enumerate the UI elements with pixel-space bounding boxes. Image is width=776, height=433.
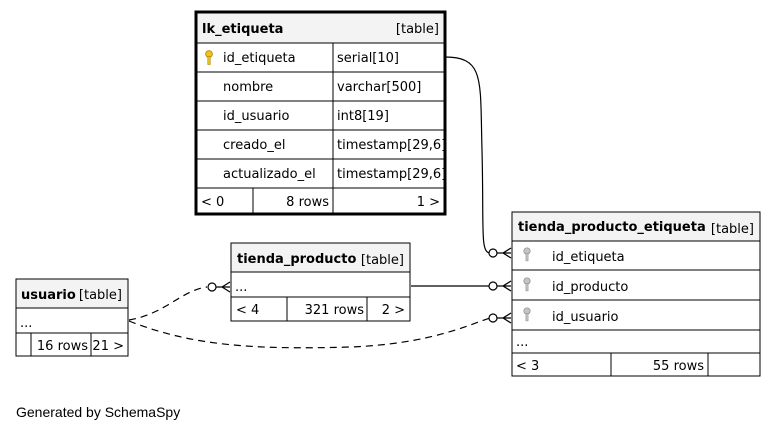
- table-kind-label: [table]: [361, 253, 404, 268]
- table-title: usuario: [21, 288, 76, 303]
- table-kind-label: [table]: [396, 22, 439, 37]
- crowsfoot-marker: [488, 247, 512, 259]
- children-count[interactable]: 21 >: [92, 339, 124, 354]
- edge-usuario-to-tienda_producto_etiqueta: [128, 317, 491, 349]
- parents-count[interactable]: < 3: [516, 359, 539, 374]
- row-count: 55 rows: [653, 359, 704, 374]
- table-kind-label: [table]: [711, 222, 754, 237]
- children-count[interactable]: 2 >: [382, 303, 405, 318]
- column-name: id_usuario: [552, 310, 619, 325]
- column-name: id_producto: [552, 280, 628, 295]
- parents-count[interactable]: < 4: [236, 303, 259, 318]
- table-header: [231, 243, 410, 272]
- column-type: serial[10]: [337, 51, 399, 66]
- more-columns-ellipsis: ...: [20, 316, 32, 331]
- row-count: 16 rows: [37, 339, 88, 354]
- table-lk_etiqueta[interactable]: lk_etiqueta [table] id_etiqueta serial[1…: [194, 10, 447, 216]
- column-type: varchar[500]: [337, 80, 421, 95]
- table-kind-label: [table]: [79, 288, 122, 303]
- column-name: actualizado_el: [223, 167, 316, 182]
- table-tienda_producto[interactable]: tienda_producto [table] ... < 4 321 rows…: [230, 242, 411, 322]
- more-columns-ellipsis: ...: [516, 335, 528, 350]
- crowsfoot-marker: [488, 312, 512, 324]
- table-title: tienda_producto_etiqueta: [518, 220, 706, 235]
- children-count[interactable]: 1 >: [417, 195, 440, 210]
- column-type: int8[19]: [337, 109, 389, 124]
- column-type: timestamp[29,6]: [337, 138, 446, 153]
- table-title: tienda_producto: [237, 252, 356, 267]
- edge-usuario-to-tienda_producto: [128, 286, 208, 321]
- table-header: [512, 212, 760, 241]
- table-header: [16, 279, 128, 308]
- column-name: id_etiqueta: [223, 51, 296, 66]
- table-tienda_producto_etiqueta[interactable]: tienda_producto_etiqueta [table] id_etiq…: [511, 211, 761, 377]
- table-title: lk_etiqueta: [202, 22, 283, 37]
- generated-by-label: Generated by SchemaSpy: [16, 404, 181, 420]
- edge-lk_etiqueta-to-tienda_producto_etiqueta: [444, 56, 491, 254]
- crowsfoot-marker: [488, 280, 512, 292]
- more-columns-ellipsis: ...: [235, 280, 247, 295]
- column-name: id_usuario: [223, 109, 290, 124]
- row-count: 321 rows: [305, 303, 365, 318]
- column-name: nombre: [223, 80, 273, 95]
- row-count: 8 rows: [286, 195, 329, 210]
- column-name: creado_el: [223, 138, 286, 153]
- column-type: timestamp[29,6]: [337, 167, 446, 182]
- table-header: [197, 13, 444, 43]
- parents-count[interactable]: < 0: [201, 195, 224, 210]
- column-name: id_etiqueta: [552, 250, 625, 265]
- table-usuario[interactable]: usuario [table] ... 16 rows 21 >: [15, 278, 129, 357]
- crowsfoot-marker: [207, 281, 231, 293]
